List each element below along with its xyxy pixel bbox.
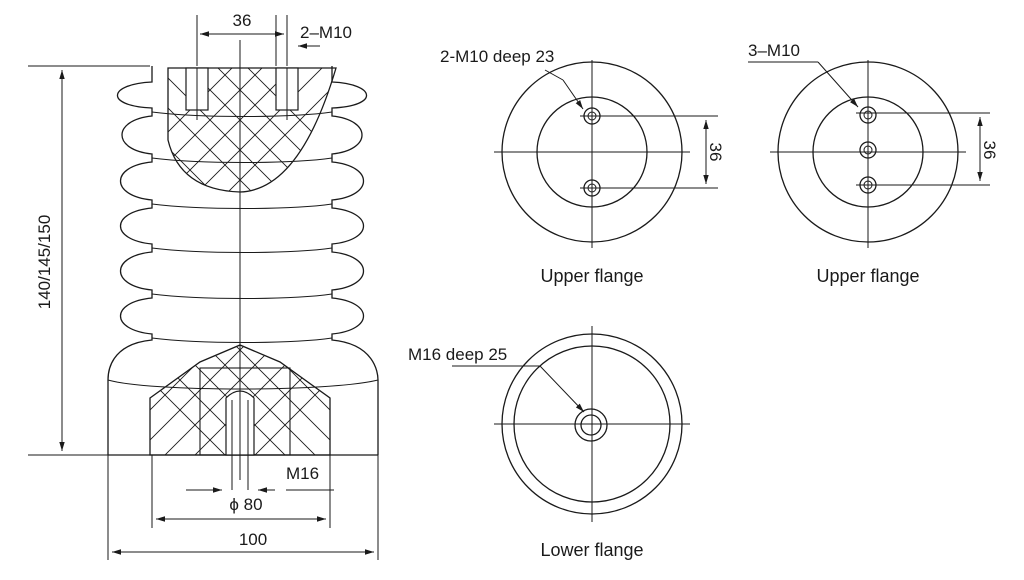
flange-caption: Lower flange xyxy=(540,540,643,560)
bottom-thread-label: M16 xyxy=(286,464,319,483)
spacing-label: 36 xyxy=(706,143,725,162)
insulator-outline-left xyxy=(107,66,153,455)
flange-caption: Upper flange xyxy=(816,266,919,286)
shed-lines xyxy=(107,111,379,390)
side-view-dimensions: 140/145/150 36 2–M10 M16 ϕ 80 100 xyxy=(28,11,379,560)
upper-flange-3-holes: 36 3–M10 Upper flange xyxy=(748,41,999,286)
top-metal-insert xyxy=(167,67,337,193)
thread-hole-top xyxy=(859,106,877,124)
height-dimension-label: 140/145/150 xyxy=(35,215,54,310)
callout-label: 3–M10 xyxy=(748,41,800,60)
thread-hole-middle xyxy=(859,141,877,159)
top-thread-label: 2–M10 xyxy=(300,23,352,42)
insulator-side-view xyxy=(107,40,379,490)
callout-label: 2-M10 deep 23 xyxy=(440,47,554,66)
top-spacing-label: 36 xyxy=(233,11,252,30)
center-thread-hole xyxy=(574,408,608,442)
overall-width-label: 100 xyxy=(239,530,267,549)
callout-label: M16 deep 25 xyxy=(408,345,507,364)
spacing-label: 36 xyxy=(980,141,999,160)
flange-caption: Upper flange xyxy=(540,266,643,286)
bottom-metal-insert xyxy=(149,344,331,456)
insulator-outline-right xyxy=(331,66,379,455)
lower-flange: M16 deep 25 Lower flange xyxy=(408,326,690,560)
upper-flange-2-holes: 36 2-M10 deep 23 Upper flange xyxy=(440,47,725,286)
bore-diameter-label: ϕ 80 xyxy=(229,495,262,514)
